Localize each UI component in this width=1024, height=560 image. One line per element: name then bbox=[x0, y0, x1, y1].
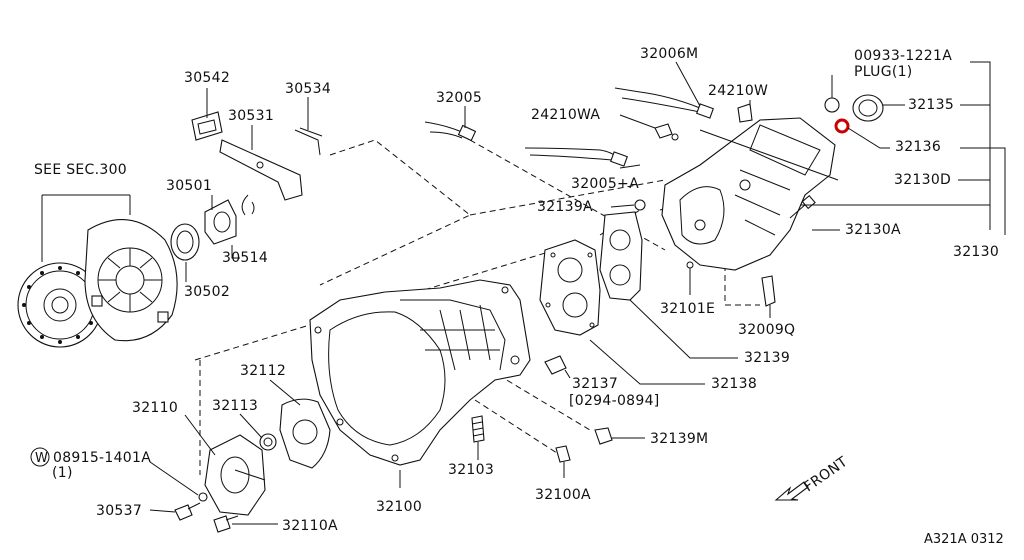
label-32139A: 32139A bbox=[537, 199, 593, 215]
clutch-disc bbox=[17, 262, 103, 348]
label-ref-code: A321A 0312 bbox=[924, 532, 1004, 547]
label-32130: 32130 bbox=[953, 244, 999, 260]
label-see-sec: SEE SEC.300 bbox=[34, 162, 127, 178]
bolt-32139A bbox=[634, 199, 646, 211]
label-date-range: [0294-0894] bbox=[569, 393, 660, 409]
gasket-32139 bbox=[599, 211, 643, 301]
label-30502: 30502 bbox=[184, 284, 230, 300]
part-labels: SEE SEC.300 30542 30534 30531 30501 3051… bbox=[34, 46, 1004, 547]
seal-32136 bbox=[834, 118, 850, 134]
front-cover-32110 bbox=[204, 434, 266, 516]
transmission-case-32100 bbox=[309, 279, 531, 466]
label-32103: 32103 bbox=[448, 462, 494, 478]
retainer-spring-30514 bbox=[241, 194, 255, 216]
rear-extension-32130 bbox=[661, 117, 836, 271]
label-00933: 00933-1221A bbox=[854, 48, 952, 64]
label-32110: 32110 bbox=[132, 400, 178, 416]
plug-00933 bbox=[824, 97, 840, 113]
release-bearing-sleeve-30501 bbox=[204, 199, 237, 245]
seal-32113 bbox=[259, 433, 277, 451]
label-32139: 32139 bbox=[744, 350, 790, 366]
label-32101E: 32101E bbox=[660, 301, 715, 317]
label-24210WA: 24210WA bbox=[531, 107, 600, 123]
pressure-plate bbox=[84, 219, 178, 342]
see-sec-bracket bbox=[41, 194, 131, 262]
label-32139M: 32139M bbox=[650, 431, 708, 447]
label-32100: 32100 bbox=[376, 499, 422, 515]
release-bearing-30502 bbox=[170, 223, 200, 261]
bolt-32101E bbox=[686, 261, 694, 269]
label-w-mark: W bbox=[35, 451, 48, 466]
front-arrow-icon bbox=[774, 481, 809, 501]
label-w-qty: (1) bbox=[52, 465, 73, 481]
label-32112: 32112 bbox=[240, 363, 286, 379]
plug-32100A bbox=[555, 445, 571, 463]
washer-08915 bbox=[198, 492, 208, 502]
bushing-32135 bbox=[852, 94, 884, 122]
label-32110A: 32110A bbox=[282, 518, 338, 534]
sensor-32005 bbox=[424, 121, 477, 142]
bolt-32110A bbox=[213, 515, 239, 533]
gasket-32112 bbox=[279, 398, 331, 469]
label-30534: 30534 bbox=[285, 81, 331, 97]
label-32005A: 32005+A bbox=[571, 176, 639, 192]
label-32136: 32136 bbox=[895, 139, 941, 155]
plug-32137 bbox=[544, 355, 567, 375]
label-32009Q: 32009Q bbox=[738, 322, 795, 338]
label-32006M: 32006M bbox=[640, 46, 698, 62]
label-plug: PLUG(1) bbox=[854, 64, 913, 80]
label-32130D: 32130D bbox=[894, 172, 951, 188]
bolt-30537 bbox=[174, 502, 201, 521]
label-front: FRONT bbox=[801, 454, 851, 495]
label-30501: 30501 bbox=[166, 178, 212, 194]
adapter-plate-32138 bbox=[539, 239, 601, 336]
label-32113: 32113 bbox=[212, 398, 258, 414]
label-30542: 30542 bbox=[184, 70, 230, 86]
bracket-32009Q bbox=[761, 275, 776, 307]
sensor-32006M bbox=[614, 87, 714, 119]
washer-symbol-icon bbox=[30, 447, 50, 467]
breather-32103 bbox=[471, 415, 485, 443]
label-30514: 30514 bbox=[222, 250, 268, 266]
dust-cover-30542 bbox=[191, 111, 223, 141]
label-30531: 30531 bbox=[228, 108, 274, 124]
clip-24210WA bbox=[654, 123, 679, 141]
bolt-32139M bbox=[594, 427, 613, 445]
label-24210W: 24210W bbox=[708, 83, 768, 99]
leader-lines bbox=[149, 61, 1006, 525]
label-32130A: 32130A bbox=[845, 222, 901, 238]
clip-24210W bbox=[737, 103, 753, 123]
label-08915: 08915-1401A bbox=[53, 450, 151, 466]
label-32135: 32135 bbox=[908, 97, 954, 113]
label-32138: 32138 bbox=[711, 376, 757, 392]
sensor-32005A bbox=[524, 147, 628, 167]
label-32137: 32137 bbox=[572, 376, 618, 392]
label-32100A: 32100A bbox=[535, 487, 591, 503]
withdrawal-lever-30531 bbox=[219, 139, 303, 201]
label-32005: 32005 bbox=[436, 90, 482, 106]
label-30537: 30537 bbox=[96, 503, 142, 519]
return-spring-30534 bbox=[294, 127, 323, 156]
